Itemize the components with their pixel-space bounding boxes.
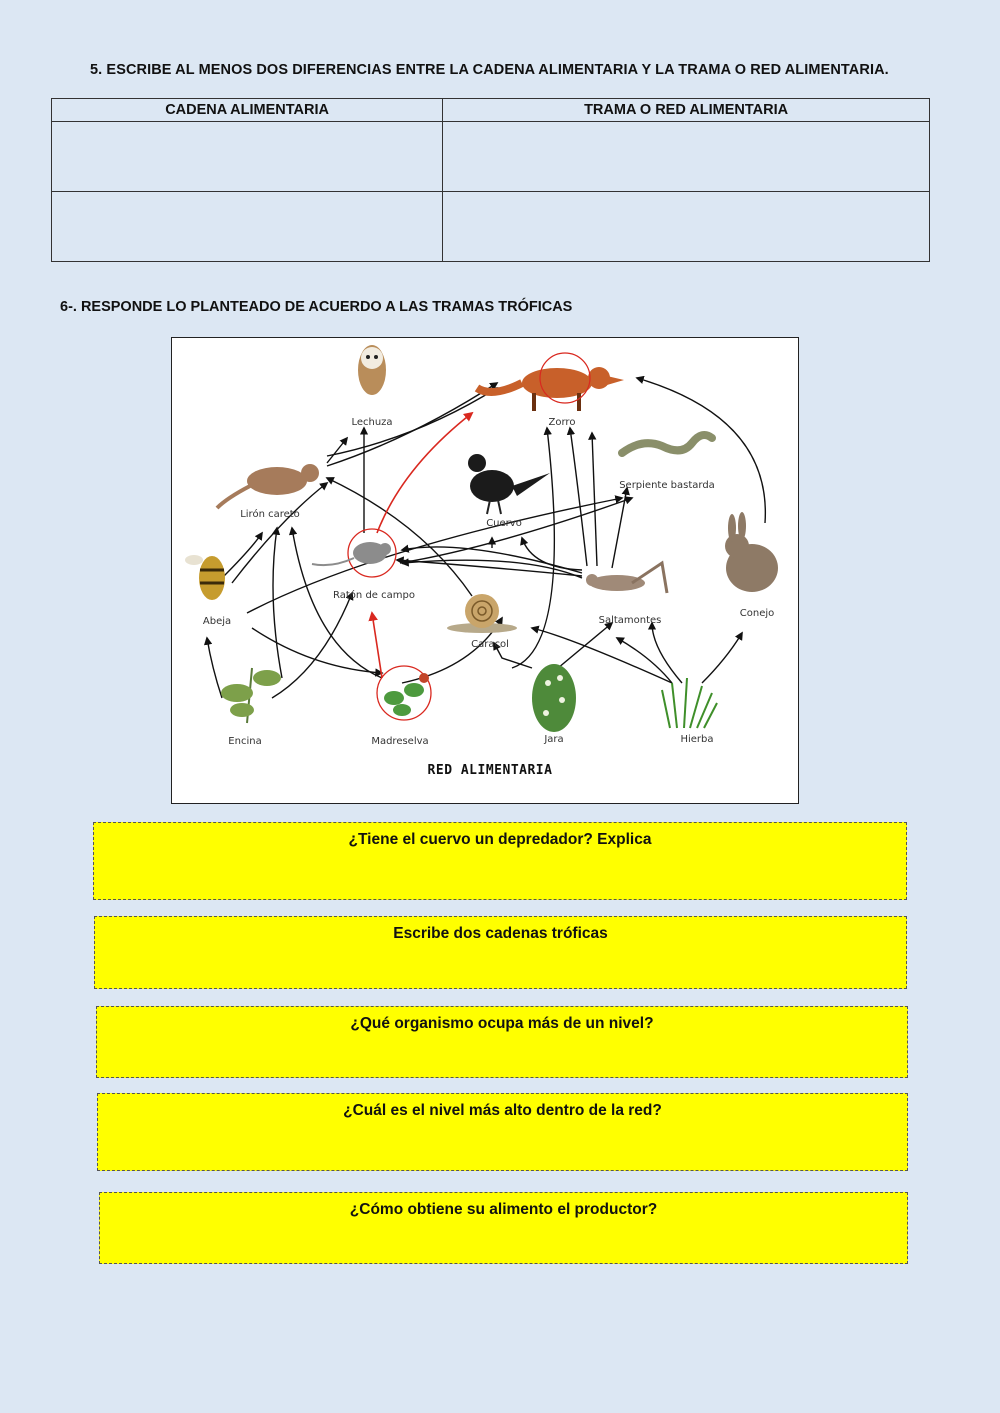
label-encina: Encina xyxy=(228,736,261,747)
label-conejo: Conejo xyxy=(740,608,775,619)
serpiente-icon xyxy=(618,430,716,457)
label-raton: Ratón de campo xyxy=(333,589,415,601)
label-cuervo: Cuervo xyxy=(486,518,522,529)
liron-icon xyxy=(215,464,319,510)
hierba-icon xyxy=(661,677,718,729)
label-madreselva: Madreselva xyxy=(371,736,428,747)
answer-cell[interactable] xyxy=(50,121,444,192)
question-box-nivel[interactable]: ¿Cuál es el nivel más alto dentro de la … xyxy=(97,1093,908,1171)
question-box-cadenas[interactable]: Escribe dos cadenas tróficas xyxy=(94,916,907,989)
answer-cell[interactable] xyxy=(442,121,930,192)
answer-cell[interactable] xyxy=(442,191,930,262)
feeding-arrows xyxy=(203,375,767,699)
label-hierba: Hierba xyxy=(680,734,713,745)
question-box-productor[interactable]: ¿Cómo obtiene su alimento el productor? xyxy=(99,1192,908,1264)
caracol-icon xyxy=(447,594,517,633)
conejo-icon xyxy=(725,512,778,592)
label-abeja: Abeja xyxy=(203,616,231,627)
cuervo-icon xyxy=(468,454,550,515)
question-box-organismo[interactable]: ¿Qué organismo ocupa más de un nivel? xyxy=(96,1006,908,1078)
column-header-cadena: CADENA ALIMENTARIA xyxy=(50,98,444,122)
saltamontes-icon xyxy=(586,560,669,594)
lechuza-icon xyxy=(358,345,386,395)
food-web-diagram: Lechuza Zorro Lirón careto Cuervo S xyxy=(171,337,799,804)
answer-cell[interactable] xyxy=(50,191,444,262)
jara-icon xyxy=(532,664,576,732)
madreselva-icon xyxy=(376,665,432,721)
label-saltamontes: Saltamontes xyxy=(599,615,662,626)
question-5-title: 5. ESCRIBE AL MENOS DOS DIFERENCIAS ENTR… xyxy=(90,62,889,78)
raton-icon xyxy=(311,528,397,578)
zorro-icon xyxy=(474,352,624,411)
label-serpiente: Serpiente bastarda xyxy=(619,480,715,491)
highlighted-arrows xyxy=(368,411,474,679)
encina-icon xyxy=(221,667,281,724)
label-lechuza: Lechuza xyxy=(351,417,392,428)
comparison-table: CADENA ALIMENTARIA TRAMA O RED ALIMENTAR… xyxy=(50,98,930,262)
label-liron: Lirón careto xyxy=(240,508,300,520)
diagram-title: RED ALIMENTARIA xyxy=(428,763,553,778)
question-6-title: 6-. RESPONDE LO PLANTEADO DE ACUERDO A L… xyxy=(60,299,573,315)
abeja-icon xyxy=(185,555,225,600)
label-jara: Jara xyxy=(543,734,563,745)
label-zorro: Zorro xyxy=(549,417,576,428)
column-header-trama: TRAMA O RED ALIMENTARIA xyxy=(442,98,930,122)
question-box-cuervo[interactable]: ¿Tiene el cuervo un depredador? Explica xyxy=(93,822,907,900)
label-caracol: Caracol xyxy=(471,639,509,650)
